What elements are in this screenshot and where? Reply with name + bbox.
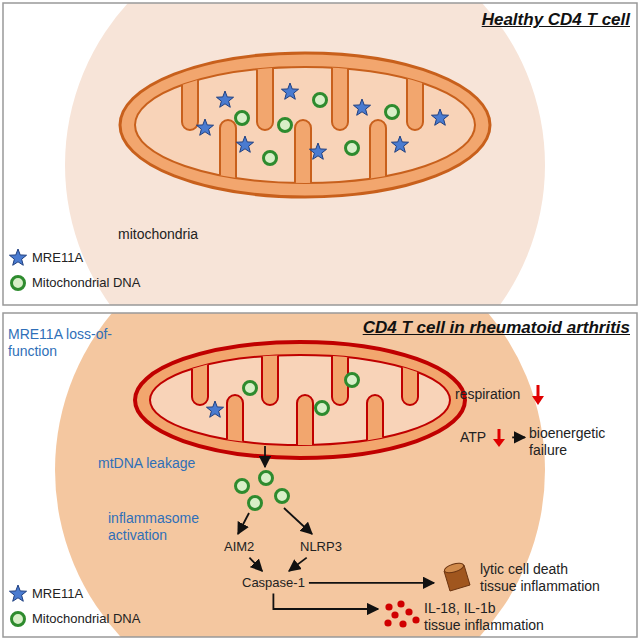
process-node: ATP	[458, 428, 510, 447]
arrow-connector	[289, 558, 307, 571]
sensor-node: NLRP3	[298, 538, 344, 556]
process-label: respiration	[455, 386, 520, 403]
cytokine-dots	[382, 600, 422, 630]
panel-title: CD4 T cell in rheumatoid arthritis	[363, 318, 630, 338]
legend-ring	[12, 277, 25, 290]
cell: mitochondria	[65, 0, 545, 405]
process-label: MRE11A loss-of-function	[8, 326, 133, 360]
outcome-node: bioenergetic failure	[527, 424, 627, 460]
arrow-connector	[273, 594, 378, 609]
node-text: ATP	[460, 429, 486, 446]
process-label: inflammasome activation	[108, 510, 226, 544]
damaged-mitochondrion	[135, 342, 465, 458]
mitochondrion	[120, 53, 490, 197]
decrease-arrow	[492, 428, 506, 448]
panel-border	[3, 3, 637, 305]
panel: Healthy CD4 T cell mitochondria	[3, 3, 637, 305]
node-text: IL-18, IL-1b	[424, 600, 544, 617]
outcome-node: lytic cell deathtissue inflammation	[436, 560, 602, 596]
arrow-connector	[249, 558, 262, 571]
lytic-cell-icon	[438, 561, 476, 595]
legend-text: Mitochondrial DNA	[32, 611, 140, 626]
decrease-arrow	[532, 385, 544, 405]
node-text: bioenergetic failure	[529, 425, 625, 459]
leaked-mtdna	[236, 446, 313, 534]
node-text: lytic cell death	[480, 561, 600, 578]
cell-body	[65, 3, 545, 305]
arrow-connector	[512, 436, 525, 438]
node-text: Caspase-1	[242, 575, 305, 591]
process-label: mtDNA leakage	[98, 455, 195, 472]
sensor-node: AIM2	[222, 538, 256, 556]
legend-text: MRE11A	[32, 586, 83, 601]
node-text: tissue inflammation	[424, 617, 544, 634]
node-text: NLRP3	[300, 539, 342, 555]
panel: CD4 T cell in rheumatoid arthritis mtDNA …	[3, 313, 637, 637]
panel-title: Healthy CD4 T cell	[482, 10, 630, 30]
legend-text: Mitochondrial DNA	[32, 275, 140, 290]
panel-border	[3, 313, 637, 637]
legend-star	[9, 585, 26, 601]
node-text: AIM2	[224, 539, 254, 555]
node-text: tissue inflammation	[480, 578, 600, 595]
arrow-connector	[309, 582, 434, 584]
enzyme-node: Caspase-1	[240, 574, 307, 592]
legend-text: MRE11A	[32, 250, 83, 265]
organelle-label: mitochondria	[118, 226, 198, 243]
cell-body	[55, 313, 545, 637]
legend-ring	[12, 613, 25, 626]
outcome-node: IL-18, IL-1btissue inflammation	[380, 599, 546, 635]
legend-star	[9, 249, 26, 265]
